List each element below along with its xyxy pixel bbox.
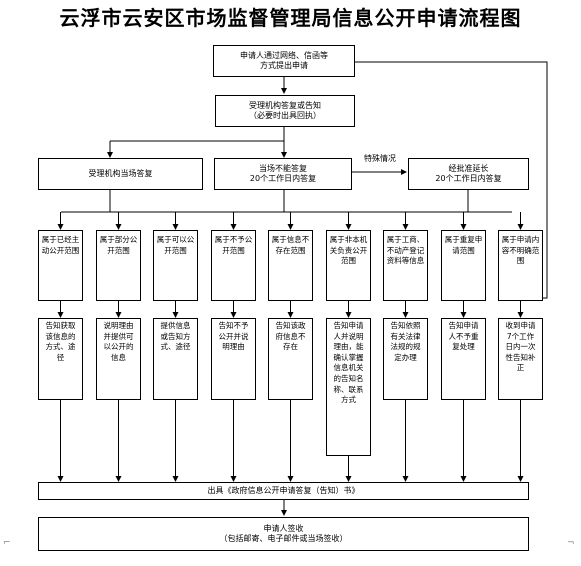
category-type-box: 属于非本机关负责公开范围: [326, 230, 371, 301]
apply-line-1: 申请人通过网络、信函等: [240, 51, 328, 60]
corner-mark-right: ¬: [567, 538, 575, 548]
category-result-box: 告知不予公开并说明理由: [211, 318, 256, 400]
apply-line-2: 方式提出申请: [260, 61, 308, 70]
reply-now-box: 受理机构当场答复: [38, 158, 203, 190]
category-type-box: 属于申请内容不明确范围: [498, 230, 543, 301]
accept-box: 受理机构答复或告知 （必要时出具回执）: [215, 95, 355, 127]
extend-line-2: 20个工作日内答复: [435, 174, 502, 183]
issue-doc-label: 出具《政府信息公开申请答复（告知）书》: [207, 486, 360, 495]
receipt-box: 申请人签收 （包括邮寄、电子邮件或当场签收）: [38, 517, 529, 551]
receipt-line-1: 申请人签收: [263, 524, 304, 533]
page-title: 云浮市云安区市场监督管理局信息公开申请流程图: [59, 6, 522, 30]
extend-line-1: 经批准延长: [448, 164, 489, 173]
category-type-box: 属于可以公开范围: [153, 230, 198, 301]
category-result-box: 说明理由并提供可以公开的信息: [96, 318, 141, 400]
corner-mark-left: ⌐: [3, 538, 11, 548]
cannot-now-line-1: 当场不能答复: [259, 164, 307, 173]
category-result-box: 告知依照有关法律法规的规定办理: [383, 318, 428, 400]
category-result-box: 提供信息或告知方式、途径: [153, 318, 198, 400]
accept-line-2: （必要时出具回执）: [249, 111, 321, 120]
category-type-box: 属于不予公开范围: [211, 230, 256, 301]
category-result-box: 告知获取该信息的方式、途径: [38, 318, 83, 400]
extend-box: 经批准延长 20个工作日内答复: [408, 158, 529, 190]
category-type-box: 属于部分公开范围: [96, 230, 141, 301]
receipt-line-2: （包括邮寄、电子邮件或当场签收）: [219, 534, 348, 543]
issue-doc-box: 出具《政府信息公开申请答复（告知）书》: [38, 482, 529, 500]
category-type-box: 属于已经主动公开范围: [38, 230, 83, 301]
category-type-box: 属于信息不存在范围: [268, 230, 313, 301]
category-result-box: 收到申请7个工作日内一次性告知补正: [498, 318, 543, 400]
category-result-box: 告知申请人并说明理由，能确认掌握信息机关的告知名称、联系方式: [326, 318, 371, 456]
apply-box: 申请人通过网络、信函等 方式提出申请: [213, 45, 355, 77]
category-result-box: 告知该政府信息不存在: [268, 318, 313, 400]
cannot-now-box: 当场不能答复 20个工作日内答复: [214, 158, 352, 190]
cannot-now-line-2: 20个工作日内答复: [249, 174, 317, 183]
category-type-box: 属于工商、不动产登记资料等信息: [383, 230, 428, 301]
special-case-label: 特殊情况: [364, 154, 396, 163]
reply-now-label: 受理机构当场答复: [88, 169, 153, 178]
accept-line-1: 受理机构答复或告知: [249, 101, 321, 110]
category-result-box: 告知申请人不予重复处理: [441, 318, 486, 400]
category-type-box: 属于重复申请范围: [441, 230, 486, 301]
